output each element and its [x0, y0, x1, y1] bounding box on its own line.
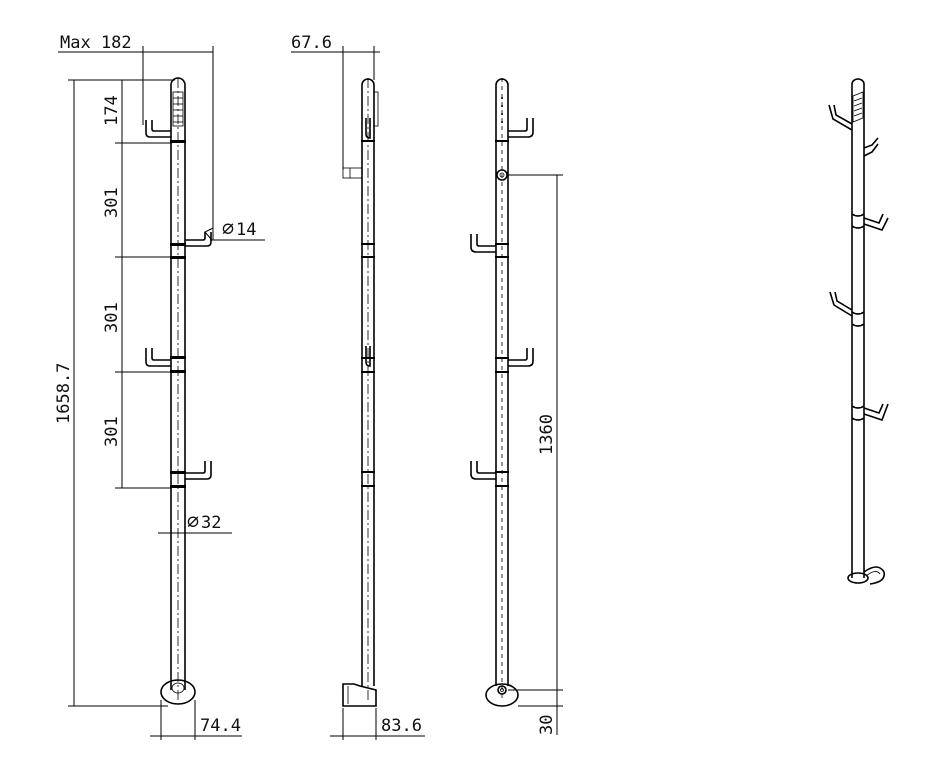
dim-pole-diameter: ∅32	[187, 509, 222, 533]
front-view: Max 182 174 301 301 301 1658.7 ∅14 ∅32 7…	[54, 33, 265, 740]
band	[170, 140, 186, 143]
dim-base-depth-side: 83.6	[381, 716, 422, 736]
band	[170, 356, 186, 359]
iso-base	[863, 566, 886, 585]
base-foot	[160, 679, 196, 705]
hook-left-3	[145, 348, 171, 367]
side-peg	[342, 167, 363, 179]
wall-mount-top	[496, 169, 508, 181]
band	[170, 256, 186, 259]
band	[170, 243, 186, 246]
hook-right-4	[185, 461, 212, 480]
iso-hook-4	[863, 403, 889, 422]
iso-side-peg	[863, 137, 879, 149]
iso-hook-1	[828, 104, 853, 131]
iso-hook-3	[829, 291, 853, 317]
dim-side-offset: 67.6	[291, 33, 332, 53]
iso-hook-2	[863, 217, 889, 231]
dim-overall-height: 1658.7	[54, 363, 74, 424]
dim-hook-diameter: ∅14	[222, 216, 257, 240]
dim-hook-spacing-1: 301	[102, 187, 122, 218]
dim-max-width: Max 182	[60, 33, 132, 53]
band	[170, 485, 186, 488]
dim-mount-spacing: 1360	[537, 414, 557, 455]
hook-right-2	[185, 232, 212, 247]
band	[170, 370, 186, 373]
side-base-bracket	[342, 683, 377, 707]
dim-hook-spacing-2: 301	[102, 302, 122, 333]
dim-base-width-front: 74.4	[200, 716, 241, 736]
dim-top-offset: 174	[102, 95, 122, 126]
rear-base	[485, 683, 519, 707]
band	[170, 471, 186, 474]
side-view: 67.6 83.6	[291, 33, 425, 740]
dim-hook-spacing-3: 301	[102, 416, 122, 447]
dim-base-height: 30	[537, 715, 557, 735]
rear-view: 1360 30	[470, 78, 563, 735]
hook-left-1	[145, 120, 171, 138]
top-grip	[172, 91, 184, 127]
isometric-view	[828, 78, 889, 585]
